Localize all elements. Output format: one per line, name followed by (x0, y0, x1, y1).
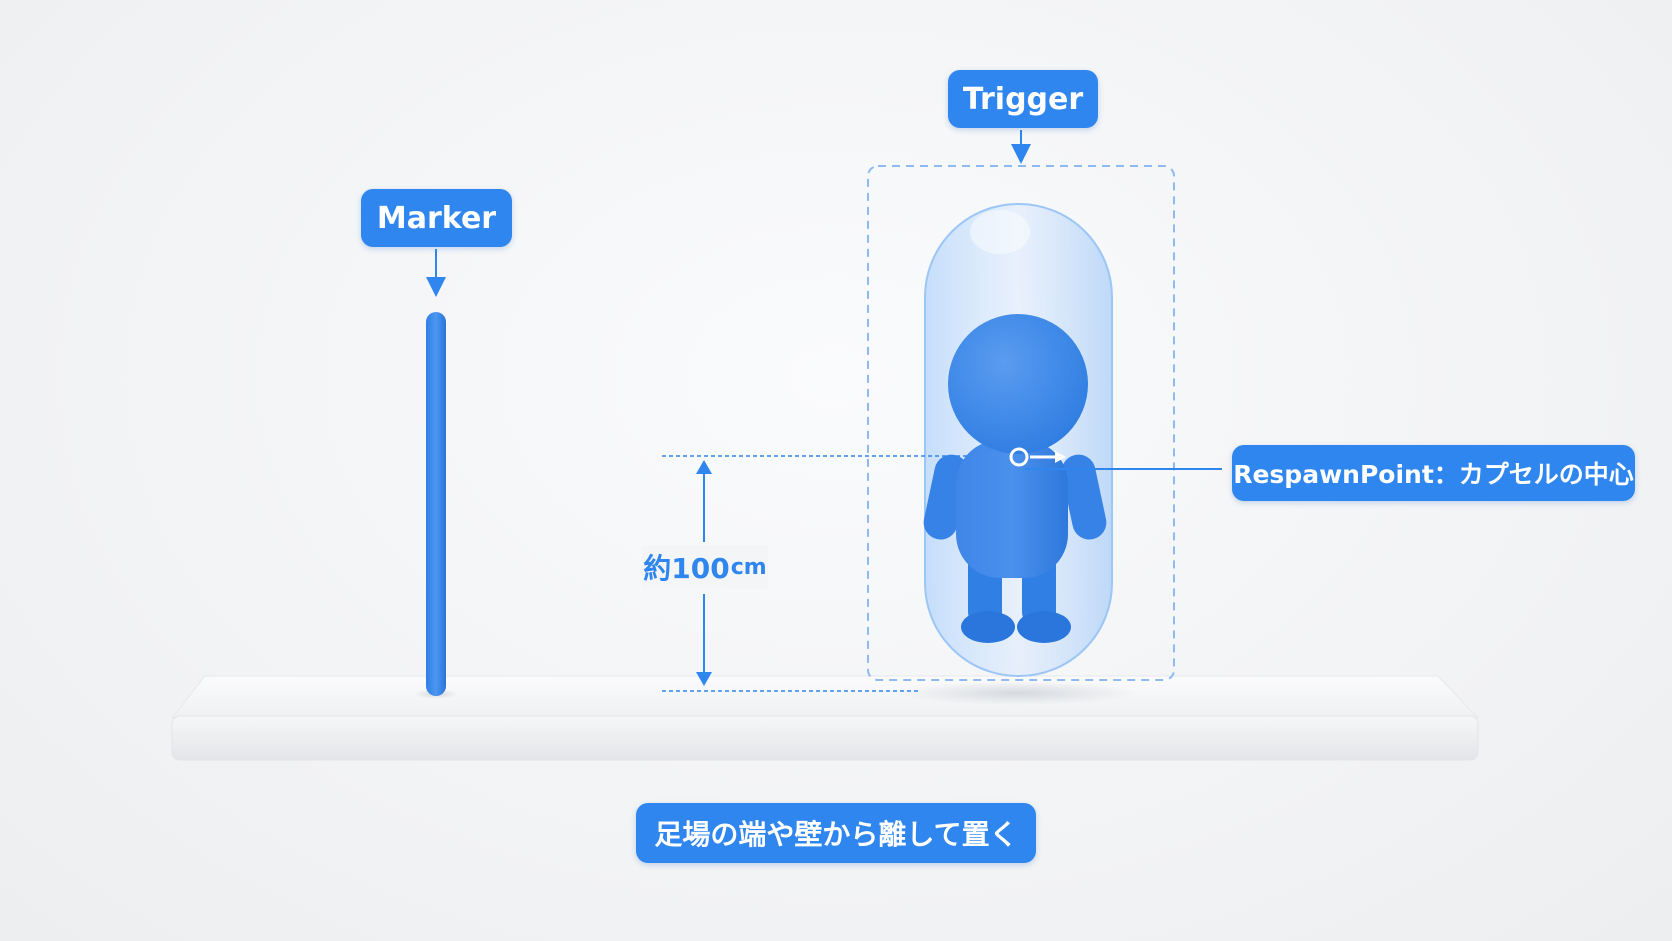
trigger-label-text: Trigger (962, 81, 1084, 117)
placement-note: 足場の端や壁から離して置く (636, 803, 1036, 863)
marker-label: Marker (361, 189, 512, 247)
marker-label-text: Marker (376, 200, 497, 236)
marker-pole (426, 312, 446, 696)
platform (170, 675, 1480, 761)
height-measurement-value: 約100 (643, 552, 730, 585)
height-dimension (662, 455, 970, 692)
trigger-bounds (867, 165, 1175, 681)
trigger-label: Trigger (948, 70, 1098, 128)
character-figure (923, 314, 1107, 643)
height-measurement-unit: cm (730, 554, 767, 580)
respawn-point-marker (1009, 447, 1066, 467)
placement-note-text: 足場の端や壁から離して置く (654, 818, 1018, 851)
respawn-point-label: RespawnPoint：カプセルの中心 (1232, 445, 1635, 501)
respawn-point-label-text: RespawnPoint：カプセルの中心 (1233, 460, 1634, 489)
